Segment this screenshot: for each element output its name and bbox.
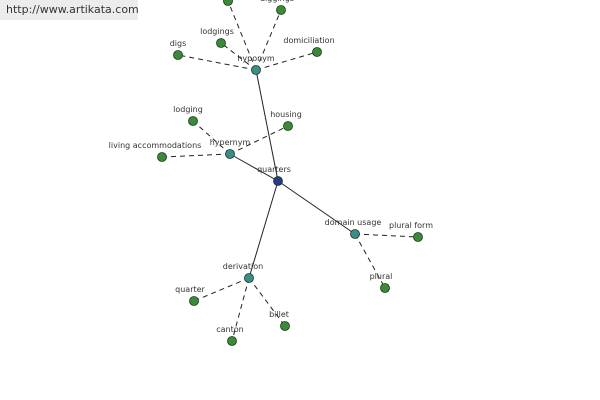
node-top-left[interactable] bbox=[223, 0, 233, 6]
edge-quarters-derivation bbox=[248, 180, 279, 279]
node-billet[interactable] bbox=[280, 321, 290, 331]
label-hyponym[interactable]: hyponym bbox=[237, 54, 275, 63]
label-diggings[interactable]: diggings bbox=[260, 0, 294, 3]
node-quarters[interactable] bbox=[273, 176, 283, 186]
label-plural-form[interactable]: plural form bbox=[389, 221, 433, 230]
edge-hypernym-housing bbox=[229, 125, 289, 155]
node-domiciliation[interactable] bbox=[312, 47, 322, 57]
node-quarter[interactable] bbox=[189, 296, 199, 306]
edge-hyponym-top_left bbox=[227, 0, 257, 71]
label-digs[interactable]: digs bbox=[170, 39, 187, 48]
edge-derivation-quarter bbox=[193, 277, 250, 302]
edge-quarters-hyponym bbox=[255, 69, 279, 182]
node-diggings[interactable] bbox=[276, 5, 286, 15]
nodes-layer: quarters hyponym hypernym domain usage deriv… bbox=[109, 0, 433, 346]
edges-layer bbox=[161, 0, 419, 342]
edge-hypernym-living_accommodations bbox=[161, 153, 231, 158]
label-quarter[interactable]: quarter bbox=[175, 285, 205, 294]
edge-derivation-billet bbox=[248, 277, 286, 327]
node-living-accommodations[interactable] bbox=[157, 152, 167, 162]
label-plural[interactable]: plural bbox=[370, 272, 393, 281]
node-plural[interactable] bbox=[380, 283, 390, 293]
edge-quarters-hypernym bbox=[229, 153, 279, 182]
node-domain-usage[interactable] bbox=[350, 229, 360, 239]
edge-hyponym-lodgings bbox=[220, 42, 257, 71]
edge-hyponym-diggings bbox=[255, 9, 282, 71]
node-derivation[interactable] bbox=[244, 273, 254, 283]
label-domain-usage[interactable]: domain usage bbox=[325, 218, 382, 227]
node-plural-form[interactable] bbox=[413, 232, 423, 242]
node-lodgings[interactable] bbox=[216, 38, 226, 48]
node-lodging[interactable] bbox=[188, 116, 198, 126]
label-housing[interactable]: housing bbox=[270, 110, 302, 119]
label-domiciliation[interactable]: domiciliation bbox=[283, 36, 334, 45]
label-lodgings[interactable]: lodgings bbox=[200, 27, 234, 36]
edge-domain_usage-plural bbox=[354, 233, 386, 289]
label-lodging[interactable]: lodging bbox=[173, 105, 203, 114]
edge-hyponym-domiciliation bbox=[255, 51, 318, 71]
label-derivation[interactable]: derivation bbox=[223, 262, 263, 271]
node-digs[interactable] bbox=[173, 50, 183, 60]
edge-hyponym-digs bbox=[177, 54, 257, 71]
edge-derivation-canton bbox=[231, 277, 250, 342]
node-hypernym[interactable] bbox=[225, 149, 235, 159]
label-canton[interactable]: canton bbox=[216, 325, 243, 334]
label-billet[interactable]: billet bbox=[269, 310, 289, 319]
node-hyponym[interactable] bbox=[251, 65, 261, 75]
node-housing[interactable] bbox=[283, 121, 293, 131]
label-living-accommodations[interactable]: living accommodations bbox=[109, 141, 202, 150]
label-quarters[interactable]: quarters bbox=[257, 165, 291, 174]
edge-domain_usage-plural_form bbox=[354, 233, 419, 238]
site-url-link[interactable]: http://www.artikata.com bbox=[0, 0, 139, 20]
node-canton[interactable] bbox=[227, 336, 237, 346]
label-hypernym[interactable]: hypernym bbox=[210, 138, 251, 147]
edge-quarters-domain_usage bbox=[277, 180, 356, 235]
